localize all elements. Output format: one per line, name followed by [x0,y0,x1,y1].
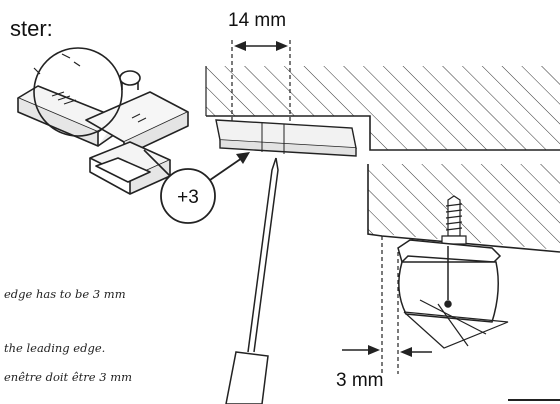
dimension-14mm-arrow-left [234,41,246,51]
curtain-bracket [397,239,502,323]
callout-arrowhead [236,152,250,164]
screw-icon [441,195,467,245]
dimension-14mm [231,40,291,122]
dimension-14mm-label: 14 mm [228,10,286,31]
adjuster-clip-illustration [17,53,189,195]
spring-wire [403,299,509,349]
top-wall-section [205,66,560,151]
dimension-3mm-arrow-left [368,345,380,355]
note-line-3: enêtre doit être 3 mm [4,370,132,384]
callout-leader [143,149,171,177]
lower-wall-section [367,164,560,253]
dimension-14mm-arrow-right [276,41,288,51]
magnify-circle [33,47,123,137]
note-line-2: the leading edge. [4,341,105,355]
callout-label: +3 [177,187,199,208]
awl-tool [225,157,279,404]
rail-profile [215,119,357,157]
dimension-3mm-arrow-right [400,347,412,357]
note-line-1: edge has to be 3 mm [4,287,126,301]
section-heading: ster: [10,16,53,41]
callout-circle [160,168,216,224]
callout-arrow [209,157,243,181]
dimension-3mm-label: 3 mm [336,370,384,391]
